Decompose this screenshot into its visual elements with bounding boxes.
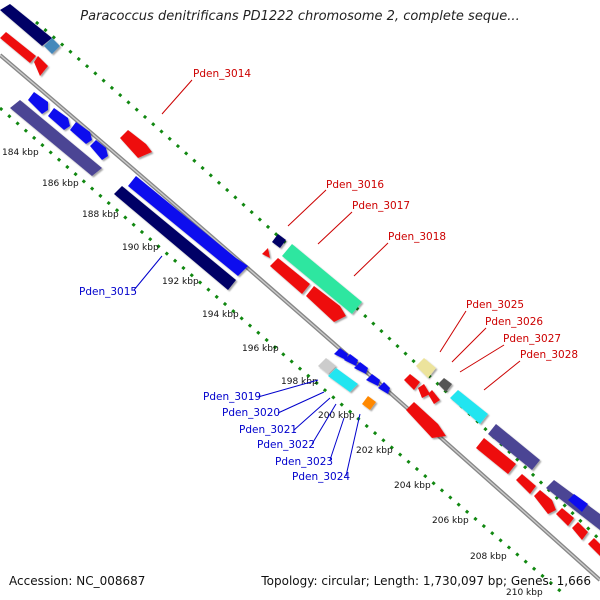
- kbp-label: 186 kbp: [42, 179, 79, 189]
- kbp-label: 202 kbp: [356, 446, 393, 456]
- gene-blue-big[interactable]: [128, 176, 248, 276]
- gene-red-big-3028[interactable]: [406, 402, 446, 438]
- kbp-label: 192 kbp: [162, 277, 199, 287]
- gene-blue-1[interactable]: [28, 92, 48, 114]
- kbp-label: 208 kbp: [470, 552, 507, 562]
- gene-blue-2[interactable]: [48, 108, 70, 130]
- gene-blue-4[interactable]: [90, 140, 108, 160]
- kbp-label: 198 kbp: [281, 377, 318, 387]
- gene-navy-big[interactable]: [114, 186, 236, 290]
- gene-group-3025-3028: [404, 358, 488, 438]
- gene-group-bottom-right: [476, 424, 600, 556]
- gene-slate-2[interactable]: [488, 424, 540, 470]
- gene-label-pden-3019[interactable]: Pden_3019: [203, 391, 261, 403]
- gene-red-2[interactable]: [34, 56, 48, 76]
- gene-blue-br[interactable]: [568, 494, 588, 512]
- gene-blue-e[interactable]: [378, 382, 390, 394]
- gene-cyan-3028[interactable]: [450, 390, 488, 424]
- gene-orange-3024[interactable]: [362, 396, 376, 410]
- gene-grey-3027[interactable]: [438, 378, 452, 392]
- gene-khaki-3025[interactable]: [416, 358, 436, 378]
- gene-red-1[interactable]: [0, 32, 36, 63]
- gene-label-pden-3018[interactable]: Pden_3018: [388, 231, 446, 243]
- gene-blue-a[interactable]: [334, 348, 348, 360]
- topology-label: Topology: circular; Length: 1,730,097 bp…: [261, 574, 591, 588]
- gene-label-pden-3028[interactable]: Pden_3028: [520, 349, 578, 361]
- gene-red-3026b[interactable]: [418, 384, 430, 398]
- gene-cyan-3020[interactable]: [328, 368, 358, 392]
- gene-red-3027[interactable]: [428, 390, 440, 404]
- kbp-label: 194 kbp: [202, 310, 239, 320]
- kbp-label: 190 kbp: [122, 243, 159, 253]
- gene-group-3016-3018: [262, 234, 362, 322]
- gene-red-3018a[interactable]: [270, 258, 310, 294]
- gene-label-pden-3026[interactable]: Pden_3026: [485, 316, 543, 328]
- gene-labels-blue: Pden_3015 Pden_3019 Pden_3020 Pden_3021 …: [79, 286, 350, 483]
- gene-blue-3[interactable]: [70, 122, 92, 144]
- accession-label: Accession: NC_008687: [9, 574, 146, 588]
- kbp-label: 206 kbp: [432, 516, 469, 526]
- gene-red-3017[interactable]: [262, 248, 270, 258]
- gene-slate-3[interactable]: [546, 480, 600, 530]
- kbp-label: 188 kbp: [82, 210, 119, 220]
- gene-label-pden-3022[interactable]: Pden_3022: [257, 439, 315, 451]
- gene-red-3026a[interactable]: [404, 374, 420, 390]
- gene-group-top-left: [0, 4, 60, 76]
- kbp-label: 204 kbp: [394, 481, 431, 491]
- gene-navy-1[interactable]: [0, 4, 52, 46]
- kbp-labels: 184 kbp 186 kbp 188 kbp 190 kbp 192 kbp …: [2, 148, 543, 598]
- gene-blue-b[interactable]: [344, 354, 358, 366]
- gene-label-pden-3021[interactable]: Pden_3021: [239, 424, 297, 436]
- callout-lines-red: [161, 79, 521, 391]
- gene-label-pden-3027[interactable]: Pden_3027: [503, 333, 561, 345]
- gene-red-br4[interactable]: [556, 508, 574, 526]
- gene-labels-red: Pden_3014 Pden_3016 Pden_3017 Pden_3018 …: [193, 68, 578, 361]
- gene-group-3015: [114, 176, 248, 290]
- gene-label-pden-3014[interactable]: Pden_3014: [193, 68, 251, 80]
- gene-group-left: [10, 92, 108, 176]
- tick-row-inner: [0, 106, 566, 597]
- gene-label-pden-3017[interactable]: Pden_3017: [352, 200, 410, 212]
- gene-label-pden-3020[interactable]: Pden_3020: [222, 407, 280, 419]
- kbp-label: 196 kbp: [242, 344, 279, 354]
- kbp-label: 184 kbp: [2, 148, 39, 158]
- kbp-label: 200 kbp: [318, 411, 355, 421]
- gene-teal-3018[interactable]: [282, 244, 362, 314]
- gene-red-br2[interactable]: [516, 474, 536, 494]
- gene-red-br3[interactable]: [534, 490, 556, 514]
- gene-red-3014[interactable]: [120, 130, 152, 158]
- gene-label-pden-3025[interactable]: Pden_3025: [466, 299, 524, 311]
- gene-group-3019-3024: [318, 348, 390, 410]
- gene-label-pden-3016[interactable]: Pden_3016: [326, 179, 384, 191]
- gene-blue-d[interactable]: [366, 374, 380, 386]
- kbp-label: 210 kbp: [506, 588, 543, 598]
- callout-lines-blue: [133, 255, 361, 477]
- gene-lightgrey[interactable]: [318, 358, 336, 374]
- gene-blue-c[interactable]: [354, 362, 368, 374]
- gene-navy-3016[interactable]: [272, 234, 286, 248]
- gene-label-pden-3023[interactable]: Pden_3023: [275, 456, 333, 468]
- gene-label-pden-3015[interactable]: Pden_3015: [79, 286, 137, 298]
- gene-steel-1[interactable]: [44, 38, 60, 54]
- gene-red-3018b[interactable]: [306, 286, 346, 322]
- backbone-inner: [0, 54, 600, 581]
- gene-red-br5[interactable]: [572, 522, 588, 540]
- gene-slate-1[interactable]: [10, 100, 102, 176]
- map-title: Paracoccus denitrificans PD1222 chromoso…: [80, 9, 520, 24]
- gene-red-br6[interactable]: [588, 538, 600, 556]
- gene-label-pden-3024[interactable]: Pden_3024: [292, 471, 350, 483]
- gene-red-br1[interactable]: [476, 438, 516, 474]
